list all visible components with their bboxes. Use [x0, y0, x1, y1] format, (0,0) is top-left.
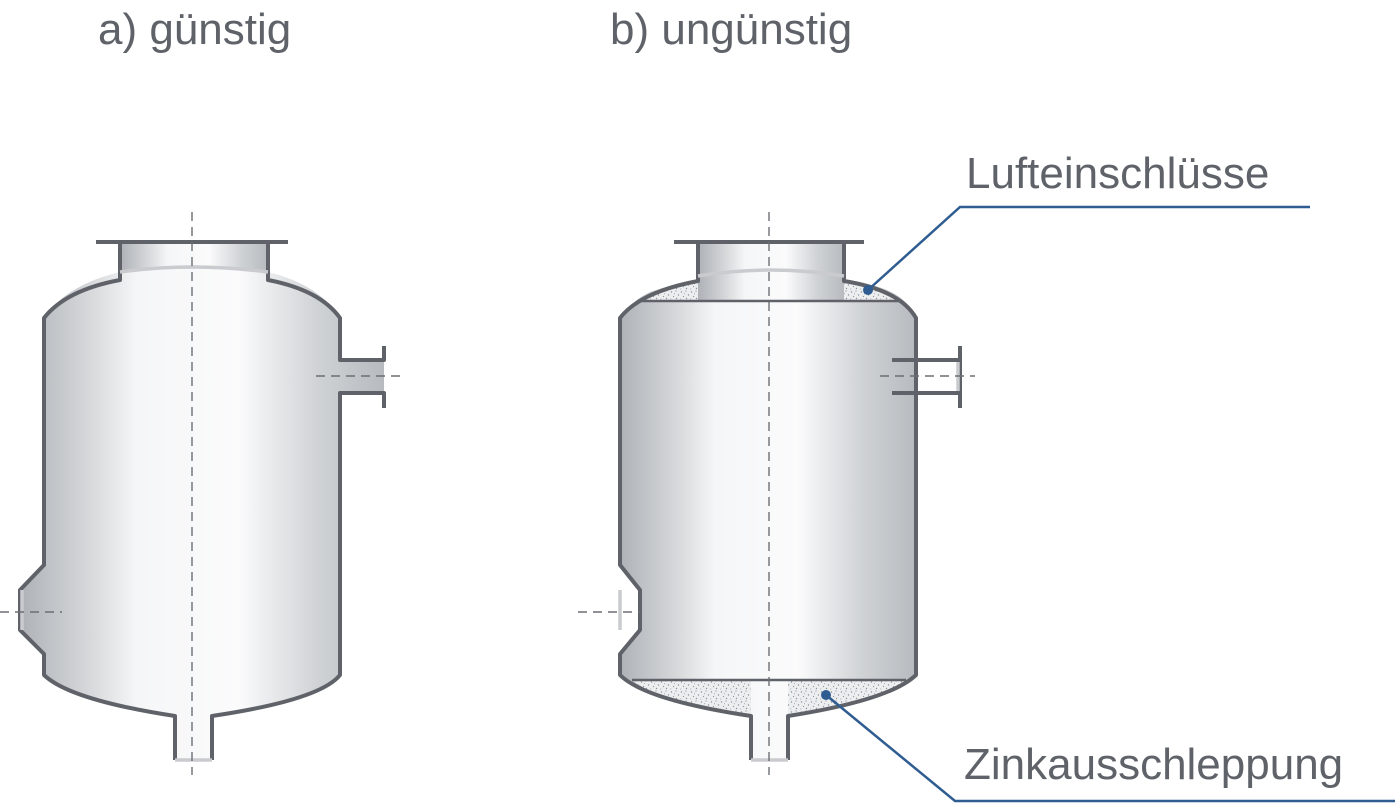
vessel-b-body	[620, 280, 916, 760]
vessel-b-inner-top-edge	[697, 268, 845, 278]
vessel-a-inner-top-edge	[119, 265, 269, 274]
callout-zinc-dragout-label: Zinkausschleppung	[964, 740, 1343, 789]
zinc-dragout-right	[788, 680, 906, 716]
panel-b-title: b) ungünstig	[610, 5, 852, 54]
vessel-b	[578, 212, 975, 775]
zinc-dragout-left	[632, 680, 751, 716]
vessel-a-body	[20, 268, 384, 760]
vessel-a-neck-fill	[120, 242, 268, 272]
callout-air-pockets-label: Lufteinschlüsse	[966, 149, 1269, 198]
callout-air-pockets-leader	[867, 205, 1310, 291]
callout-zinc-dragout-leader	[825, 694, 1395, 803]
vessel-a	[0, 212, 404, 775]
callout-zinc-dragout: Zinkausschleppung	[821, 690, 1395, 803]
callout-air-pockets-dot	[863, 285, 873, 295]
callout-zinc-dragout-dot	[821, 690, 831, 700]
panel-a-title: a) günstig	[98, 5, 291, 54]
callout-air-pockets: Lufteinschlüsse	[863, 149, 1310, 295]
vessel-b-right-nozzle	[892, 346, 962, 408]
